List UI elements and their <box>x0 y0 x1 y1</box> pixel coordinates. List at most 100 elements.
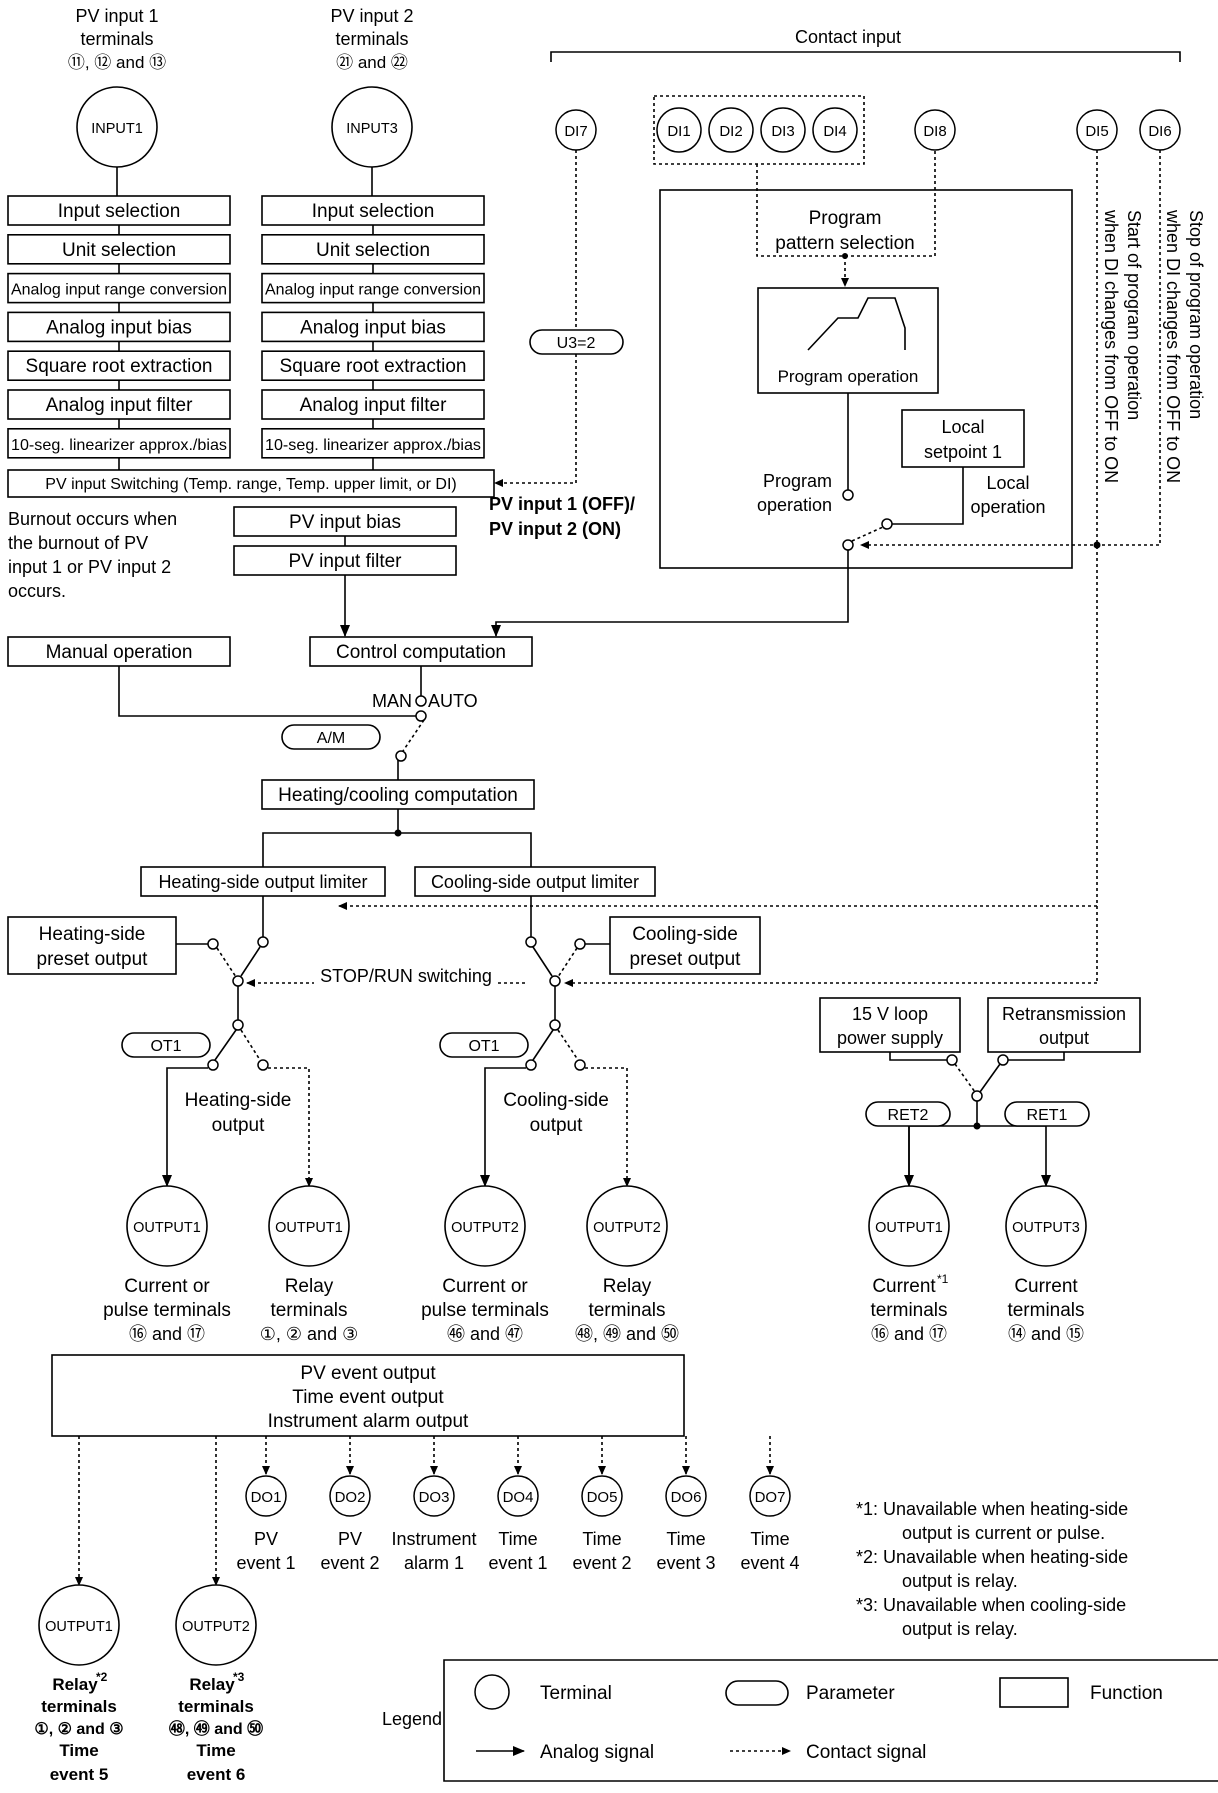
out1-relay-text-3: ①, ② and ③ <box>260 1324 358 1344</box>
legend-parameter-label: Parameter <box>806 1683 895 1704</box>
ev-out2-sup: *3 <box>233 1670 245 1684</box>
heating-cooling-label: Heating/cooling computation <box>278 785 518 806</box>
do1-terminal <box>245 1475 287 1517</box>
do6-label: DO6 <box>671 1489 702 1506</box>
pv1-range-conversion-label: Analog input range conversion <box>11 282 227 299</box>
pv2-linearizer-box <box>261 427 485 459</box>
cooling-preset-2: preset output <box>630 949 742 970</box>
pv1-header-line1: PV input 1 <box>75 6 158 26</box>
ev-out2-text-2: terminals <box>178 1697 254 1716</box>
di-group-frame <box>653 95 865 165</box>
stop-run-label: STOP/RUN switching <box>320 966 492 986</box>
manual-operation-label: Manual operation <box>46 642 193 663</box>
out1-current-text-1: Current or <box>124 1276 210 1297</box>
pv2-range-conversion-label: Analog input range conversion <box>265 282 481 299</box>
pv2-input-selection-box <box>261 195 485 226</box>
loop-power-1: 15 V loop <box>852 1004 928 1024</box>
di3-label: DI3 <box>771 123 794 140</box>
di6-note-1: Stop of program operation <box>1186 210 1206 419</box>
ret-out3-text-2: terminals <box>1007 1300 1084 1321</box>
out2-relay-text-1: Relay <box>603 1276 652 1297</box>
output2-current-label: OUTPUT2 <box>451 1220 519 1236</box>
event-box-line3: Instrument alarm output <box>268 1411 469 1432</box>
cooling-output-1: Cooling-side <box>503 1090 609 1111</box>
do7-terminal <box>749 1475 791 1517</box>
di5-label: DI5 <box>1085 123 1108 140</box>
output1-current-terminal <box>126 1185 208 1267</box>
out1-relay-text-2: terminals <box>270 1300 347 1321</box>
program-operation-label-2: operation <box>757 495 832 515</box>
ret-out1-text-2: terminals <box>870 1300 947 1321</box>
di1-terminal <box>656 107 702 153</box>
pv1-square-root-label: Square root extraction <box>26 356 213 377</box>
pv-input-filter-box <box>233 545 457 576</box>
event-output2-terminal <box>175 1584 257 1666</box>
event-output2-label: OUTPUT2 <box>182 1619 250 1635</box>
pv2-input-selection-label: Input selection <box>312 201 435 222</box>
legend-title: Legend <box>382 1709 442 1729</box>
legend-function-label: Function <box>1090 1683 1163 1704</box>
out1-current-text-3: ⑯ and ⑰ <box>129 1324 205 1344</box>
out2-relay-text-2: terminals <box>588 1300 665 1321</box>
ev-out1-text-5: event 5 <box>50 1765 109 1784</box>
do7-label: DO7 <box>755 1489 786 1506</box>
ev-out2-text-1: Relay <box>189 1675 235 1694</box>
program-profile-icon <box>807 297 906 351</box>
am-param-label: A/M <box>317 730 345 747</box>
heating-output-2: output <box>212 1115 266 1136</box>
auto-label: AUTO <box>428 691 478 711</box>
footnote-3b: output is relay. <box>902 1619 1018 1639</box>
do4-desc-2: event 1 <box>488 1553 547 1573</box>
cooling-output-2: output <box>530 1115 584 1136</box>
heating-cooling-box <box>261 779 535 810</box>
do5-desc-2: event 2 <box>572 1553 631 1573</box>
loop-power-2: power supply <box>837 1028 943 1048</box>
do1-label: DO1 <box>251 1489 282 1506</box>
ev-out2-text-3: ㊽, ㊾ and ㊿ <box>169 1719 263 1738</box>
ev-out1-text-3: ①, ② and ③ <box>34 1721 123 1738</box>
ret-output1-label: OUTPUT1 <box>875 1220 943 1236</box>
footnote-2a: *2: Unavailable when heating-side <box>856 1547 1128 1567</box>
event-box-line1: PV event output <box>300 1363 436 1384</box>
ret-out3-text-3: ⑭ and ⑮ <box>1008 1324 1084 1344</box>
event-output1-label: OUTPUT1 <box>45 1619 113 1635</box>
pv2-square-root-label: Square root extraction <box>280 356 467 377</box>
out1-current-text-2: pulse terminals <box>103 1300 231 1321</box>
event-box-line2: Time event output <box>292 1387 444 1408</box>
di5-note-1: Start of program operation <box>1124 210 1144 420</box>
do3-terminal <box>413 1475 455 1517</box>
pv2-unit-selection-label: Unit selection <box>316 240 430 261</box>
pv2-linearizer-label: 10-seg. linearizer approx./bias <box>265 437 481 454</box>
output1-current-label: OUTPUT1 <box>133 1220 201 1236</box>
pv-select-note-2: PV input 2 (ON) <box>489 519 621 539</box>
retrans-output-1: Retransmission <box>1002 1004 1126 1024</box>
pv2-analog-input-filter-label: Analog input filter <box>300 395 447 416</box>
ret-out1-sup: *1 <box>937 1272 949 1286</box>
pv2-analog-input-bias-label: Analog input bias <box>300 317 446 338</box>
di4-label: DI4 <box>823 123 846 140</box>
di3-terminal <box>760 107 806 153</box>
program-operation-label-1: Program <box>763 471 832 491</box>
ot1-param-heating <box>121 1032 211 1058</box>
do6-desc-1: Time <box>666 1529 705 1549</box>
pv1-input-selection-label: Input selection <box>58 201 181 222</box>
pv1-unit-selection-label: Unit selection <box>62 240 176 261</box>
pv1-header-line2: terminals <box>80 29 153 49</box>
output2-relay-label: OUTPUT2 <box>593 1220 661 1236</box>
cooling-preset-box <box>609 916 761 975</box>
pattern-selection-1: Program <box>809 208 882 229</box>
program-operation-box <box>757 287 939 394</box>
pv2-header-line3: ㉑ and ㉒ <box>336 53 408 72</box>
output1-relay-label: OUTPUT1 <box>275 1220 343 1236</box>
event-output-box <box>51 1354 685 1437</box>
do2-desc-2: event 2 <box>320 1553 379 1573</box>
pv1-analog-input-bias-label: Analog input bias <box>46 317 192 338</box>
output2-current-terminal <box>444 1185 526 1267</box>
pv1-linearizer-label: 10-seg. linearizer approx./bias <box>11 437 227 454</box>
heating-preset-2: preset output <box>37 949 149 970</box>
di4-terminal <box>812 107 858 153</box>
cooling-limiter-box <box>414 866 656 897</box>
do6-terminal <box>665 1475 707 1517</box>
burnout-note-3: input 1 or PV input 2 <box>8 557 171 577</box>
out2-current-text-1: Current or <box>442 1276 528 1297</box>
